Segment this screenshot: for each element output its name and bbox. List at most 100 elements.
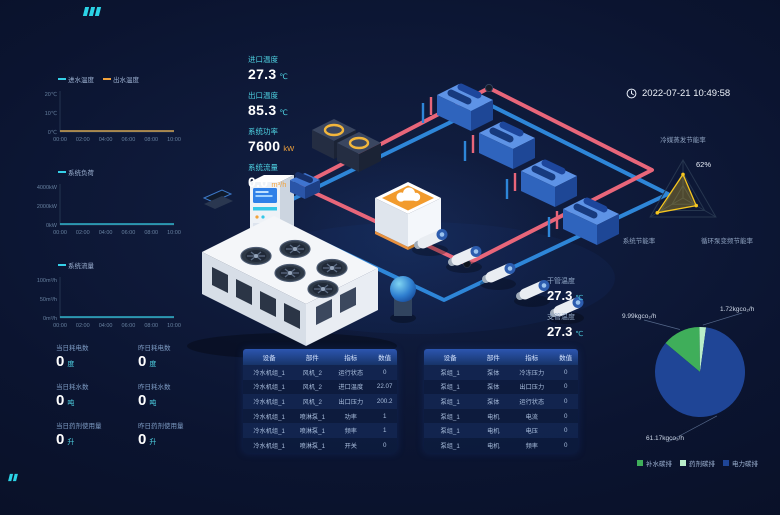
- table-cell: 泵组_1: [424, 437, 477, 453]
- table-header: 设备: [424, 349, 477, 365]
- kpi-value: 7600: [248, 138, 281, 154]
- table-cell: 冷水机组_1: [243, 365, 296, 380]
- legend-item: 出水温度: [103, 74, 139, 84]
- table-cell: 风机_2: [295, 379, 330, 395]
- table-cell: 喷淋泵_1: [295, 437, 330, 453]
- kpi-label: 进口温度: [248, 55, 278, 64]
- table-cell: 进口温度: [329, 379, 373, 395]
- table-cell: 泵组_1: [424, 423, 477, 438]
- pie-label: 61.17kgco₂/h: [646, 435, 684, 442]
- chart-legend: 系统流量: [58, 260, 184, 270]
- svg-text:10℃: 10℃: [45, 110, 57, 117]
- kpi-unit: ℃: [279, 72, 288, 81]
- heat-exchanger-units: [310, 117, 383, 174]
- kpi-value: 0.0: [248, 174, 269, 190]
- cooling-tower: [187, 216, 397, 358]
- table-cell: 200.2: [372, 394, 397, 409]
- table-cell: 电机: [476, 437, 511, 453]
- pie-slice: [665, 327, 700, 372]
- svg-text:00:00: 00:00: [53, 230, 67, 236]
- kpi: 进口温度 27.3℃: [248, 54, 294, 84]
- table-cell: 频率: [329, 423, 373, 438]
- table-cell: 风机_2: [295, 365, 330, 380]
- chart-legend: 系统负荷: [58, 167, 184, 177]
- pie-label: 9.99kgco₂/h: [622, 313, 657, 320]
- table-cell: 喷淋泵_1: [295, 423, 330, 438]
- svg-text:02:00: 02:00: [76, 137, 90, 143]
- primary-pump-unit: [290, 172, 320, 199]
- table-cell: 泵体: [476, 379, 511, 395]
- svg-text:04:00: 04:00: [99, 230, 113, 236]
- tower-vents: [212, 267, 300, 329]
- table-cell: 运行状态: [329, 365, 373, 380]
- svg-text:04:00: 04:00: [99, 137, 113, 143]
- table-cell: 0: [553, 408, 578, 424]
- timestamp: 2022-07-21 10:49:58: [626, 88, 730, 99]
- table-cell: 开关: [329, 437, 373, 453]
- table-cell: 泵组_1: [424, 365, 477, 380]
- svg-text:0℃: 0℃: [48, 129, 57, 136]
- radar-axis-label: 循环泵变频节能率: [701, 236, 754, 245]
- table-cell: 冷水机组_1: [243, 394, 296, 409]
- tower-vents: [316, 287, 356, 325]
- logo-mark: [82, 7, 102, 16]
- table-cell: 电机: [476, 423, 511, 438]
- table-cell: 泵组_1: [424, 379, 477, 395]
- kpi-value: 27.3: [248, 66, 277, 82]
- svg-text:0kW: 0kW: [46, 223, 58, 229]
- kpi-unit: kW: [283, 144, 295, 153]
- pie-slice: [699, 326, 707, 372]
- laptop-icon: [202, 189, 233, 209]
- table-header: 数值: [372, 349, 397, 365]
- svg-text:10:00: 10:00: [167, 230, 181, 236]
- svg-text:06:00: 06:00: [122, 323, 136, 329]
- pie-plot: 9.99kgco₂/h1.72kgco₂/h61.17kgco₂/h: [622, 306, 755, 443]
- table-cell: 0: [372, 365, 397, 380]
- table-cell: 电机: [476, 408, 511, 424]
- pipe-stubs: [421, 97, 559, 237]
- table-cell: 冷水机组_1: [243, 379, 296, 395]
- svg-text:08:00: 08:00: [144, 323, 158, 329]
- kpi-label: 出口温度: [248, 91, 278, 100]
- table-cell: 喷淋泵_1: [295, 408, 330, 424]
- table-header: 指标: [329, 349, 373, 365]
- kpi-unit: ℃: [279, 108, 288, 117]
- table-header: 部件: [476, 349, 511, 365]
- table-cell: 1: [372, 423, 397, 438]
- radar-axis-label: 冷媒蒸发节能率: [660, 135, 706, 144]
- table-cell: 运行状态: [510, 394, 554, 409]
- table-header: 部件: [295, 349, 330, 365]
- table-cell: 电流: [510, 408, 554, 424]
- kpi-label: 系统流量: [248, 163, 278, 172]
- plant-scene: [187, 46, 670, 358]
- svg-text:20℃: 20℃: [45, 91, 57, 98]
- svg-text:08:00: 08:00: [144, 230, 158, 236]
- table-cell: 22.07: [372, 379, 397, 395]
- table-header: 设备: [243, 349, 296, 365]
- pie-slice: [655, 327, 746, 417]
- table-header: 指标: [510, 349, 554, 365]
- table-cell: 泵体: [476, 365, 511, 380]
- table-cell: 0: [553, 379, 578, 395]
